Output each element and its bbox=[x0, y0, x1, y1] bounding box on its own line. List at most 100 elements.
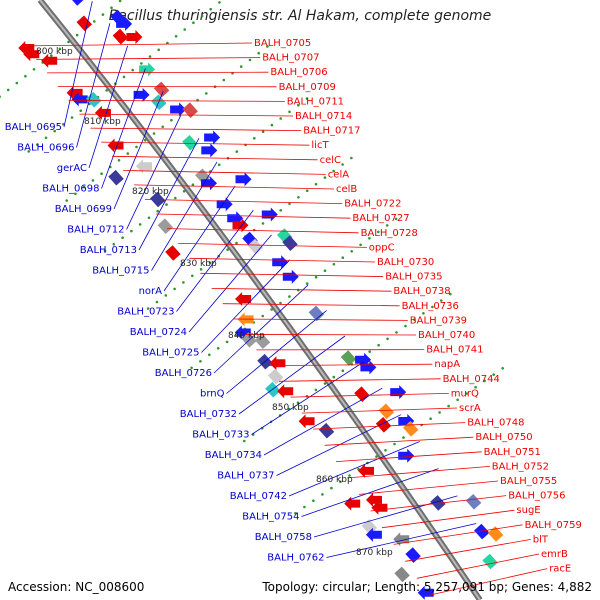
gene-label[interactable]: licT bbox=[311, 140, 329, 151]
gene-label[interactable]: BALH_0709 bbox=[279, 82, 336, 93]
gene-label[interactable]: BALH_0762 bbox=[267, 553, 324, 564]
gene-label[interactable]: BALH_0695 bbox=[5, 122, 62, 133]
gene-label[interactable]: BALH_0696 bbox=[17, 143, 74, 154]
leader-line bbox=[288, 441, 420, 497]
leader-line bbox=[113, 91, 164, 210]
gene-label[interactable]: BALH_0699 bbox=[55, 204, 112, 215]
gene-label[interactable]: BALH_0737 bbox=[217, 471, 274, 482]
gene-label[interactable]: BALH_0752 bbox=[492, 461, 549, 472]
gene-label[interactable]: BALH_0714 bbox=[295, 111, 352, 122]
gene-arrow bbox=[94, 105, 111, 120]
gene-label[interactable]: BALH_0732 bbox=[180, 409, 237, 420]
tick-dot bbox=[323, 382, 327, 385]
gene-label[interactable]: BALH_0722 bbox=[344, 199, 401, 210]
gene-block bbox=[112, 28, 129, 45]
gene-label[interactable]: napA bbox=[434, 359, 460, 370]
gene-label[interactable]: BALH_0726 bbox=[155, 368, 212, 379]
tick-dot bbox=[348, 474, 351, 477]
gene-label[interactable]: norA bbox=[139, 286, 163, 297]
tick-dot bbox=[350, 250, 354, 253]
genome-title: Bacillus thuringiensis str. Al Hakam, co… bbox=[108, 8, 492, 24]
tick-dot bbox=[375, 455, 378, 458]
tick-dot bbox=[368, 350, 372, 353]
gene-label[interactable]: BALH_0713 bbox=[80, 245, 137, 256]
gene-label[interactable]: sugE bbox=[516, 505, 540, 516]
gene-label[interactable]: BALH_0698 bbox=[42, 184, 99, 195]
tick-dot bbox=[53, 129, 56, 133]
gene-label[interactable]: BALH_0759 bbox=[525, 520, 582, 531]
gene-label[interactable]: BALH_0742 bbox=[230, 491, 287, 502]
tick-dot bbox=[294, 512, 297, 515]
gene-arrow bbox=[133, 87, 150, 102]
leader-line bbox=[36, 57, 261, 60]
gene-label[interactable]: celA bbox=[328, 169, 349, 180]
tick-dot bbox=[314, 388, 318, 392]
gene-label[interactable]: BALH_0733 bbox=[192, 430, 249, 441]
gene-arrow bbox=[261, 207, 278, 222]
tick-dot bbox=[199, 268, 203, 271]
gene-label[interactable]: BALH_0706 bbox=[270, 67, 327, 78]
gene-label[interactable]: BALH_0725 bbox=[142, 348, 199, 359]
tick-label: 860 kbp bbox=[316, 475, 353, 485]
gene-label[interactable]: BALH_0715 bbox=[92, 266, 149, 277]
gene-label[interactable]: BALH_0758 bbox=[255, 532, 312, 543]
tick-dot bbox=[288, 202, 291, 206]
tick-dot bbox=[118, 0, 122, 3]
tick-dot bbox=[58, 47, 62, 51]
gene-arrow bbox=[282, 269, 299, 284]
leader-line bbox=[189, 257, 376, 263]
gene-label[interactable]: BALH_0717 bbox=[303, 126, 360, 137]
gene-label[interactable]: emrB bbox=[541, 549, 568, 560]
tick-dot bbox=[217, 163, 221, 167]
gene-label[interactable]: BALH_0756 bbox=[508, 491, 565, 502]
gene-label[interactable]: BALH_0707 bbox=[262, 53, 319, 64]
gene-label[interactable]: celC bbox=[320, 155, 341, 166]
gene-arrow bbox=[272, 255, 289, 270]
gene-label[interactable]: BALH_0736 bbox=[402, 301, 459, 312]
tick-dot bbox=[341, 163, 344, 166]
gene-label[interactable]: BALH_0723 bbox=[117, 307, 174, 318]
tick-dot bbox=[314, 275, 318, 279]
gene-label[interactable]: BALH_0712 bbox=[67, 225, 124, 236]
gene-label[interactable]: BALH_0724 bbox=[130, 327, 187, 338]
gene-label[interactable]: BALH_0705 bbox=[254, 38, 311, 49]
tick-dot bbox=[288, 110, 291, 114]
gene-label[interactable]: BALH_0738 bbox=[393, 286, 450, 297]
gene-block bbox=[76, 15, 93, 32]
gene-label[interactable]: BALH_0711 bbox=[287, 96, 344, 107]
gene-label[interactable]: BALH_0741 bbox=[426, 345, 483, 356]
gene-label[interactable]: BALH_0750 bbox=[475, 432, 532, 443]
gene-label[interactable]: celB bbox=[336, 184, 357, 195]
gene-label[interactable]: scrA bbox=[459, 403, 481, 414]
gene-label[interactable]: BALH_0740 bbox=[418, 330, 475, 341]
accession-text: Accession: NC_008600 bbox=[8, 580, 145, 594]
gene-label[interactable]: BALH_0755 bbox=[500, 476, 557, 487]
gene-label[interactable]: BALH_0748 bbox=[467, 418, 524, 429]
tick-dot bbox=[385, 224, 389, 227]
gene-label[interactable]: BALH_0739 bbox=[410, 315, 467, 326]
gene-label[interactable]: oppC bbox=[369, 242, 395, 253]
gene-label[interactable]: BALH_0728 bbox=[361, 228, 418, 239]
gene-block bbox=[182, 102, 198, 119]
gene-label[interactable]: gerAC bbox=[57, 163, 87, 174]
tick-dot bbox=[438, 411, 441, 414]
gene-label[interactable]: BALH_0735 bbox=[385, 272, 442, 283]
gene-label[interactable]: brnQ bbox=[200, 389, 225, 400]
tick-dot bbox=[222, 78, 226, 82]
gene-label[interactable]: blT bbox=[533, 534, 549, 545]
tick-dot bbox=[323, 269, 327, 273]
leader-line bbox=[335, 451, 482, 462]
tick-dot bbox=[350, 156, 353, 160]
gene-label[interactable]: racE bbox=[549, 564, 571, 575]
tick-dot bbox=[135, 145, 138, 149]
gene-label[interactable]: BALH_0744 bbox=[443, 374, 500, 385]
gene-label[interactable]: BALH_0727 bbox=[352, 213, 409, 224]
gene-label[interactable]: BALH_0751 bbox=[484, 447, 541, 458]
gene-label[interactable]: BALH_0730 bbox=[377, 257, 434, 268]
gene-label[interactable]: BALH_0754 bbox=[242, 512, 299, 523]
gene-label[interactable]: murQ bbox=[451, 388, 479, 399]
gene-label[interactable]: BALH_0734 bbox=[205, 450, 262, 461]
tick-dot bbox=[164, 294, 168, 297]
gene-arrow bbox=[204, 130, 221, 145]
gene-arrow bbox=[390, 385, 407, 400]
